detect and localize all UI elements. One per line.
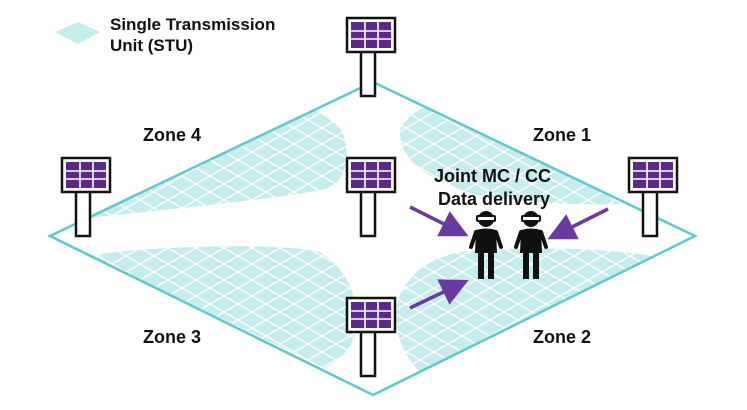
legend: Single Transmission Unit (STU) (55, 15, 275, 55)
signal-arrows (409, 205, 609, 310)
transmitter-tower-icon (345, 16, 397, 98)
signal-arrow-icon (547, 207, 609, 240)
legend-label-line1: Single Transmission (110, 15, 275, 34)
floor-outline (47, 80, 698, 397)
legend-label-line2: Unit (STU) (110, 36, 193, 55)
signal-arrow-icon (409, 205, 469, 237)
stu-coverage-diamond-icon (55, 22, 100, 44)
coverage-zone-3 (90, 246, 357, 368)
coverage-zone-2 (396, 248, 652, 372)
zone-3-label: Zone 3 (143, 327, 201, 347)
callout-line2: Data delivery (438, 189, 550, 209)
callout-line1: Joint MC / CC (434, 166, 551, 186)
zone-4-label: Zone 4 (143, 125, 201, 145)
zone-1-label: Zone 1 (533, 125, 591, 145)
signal-arrow-icon (409, 279, 469, 310)
zone-2-label: Zone 2 (533, 327, 591, 347)
